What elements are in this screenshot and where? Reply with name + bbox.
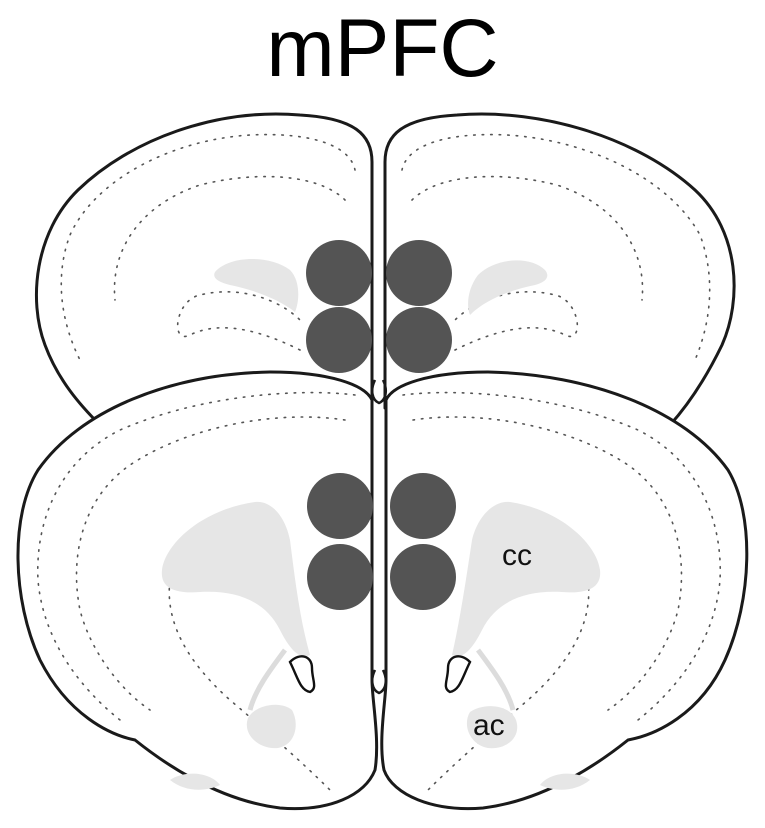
lower-left-deep-dots [168,579,331,791]
lower-right-deep-dots [427,579,590,791]
upper-right-layer-dots [401,133,711,361]
injection-sites [306,240,456,610]
lower-left-ventricle [288,655,316,694]
upper-left-deep-dots [176,291,301,351]
lower-right-anterior-commissure [466,706,518,749]
label-ac: ac [473,709,505,742]
injection-site-lower-right-bottom [390,544,456,610]
injection-site-upper-right-top [386,240,452,306]
label-cc: cc [502,539,532,572]
lower-right-ventral-area [540,773,590,790]
upper-right-deep-dots [454,291,579,351]
upper-left-white-matter [214,258,299,312]
lower-right-inner-dots [412,416,683,711]
upper-left-hemisphere [35,112,374,427]
midline-lower-notch [370,669,388,695]
injection-site-lower-left-bottom [307,544,373,610]
injection-site-upper-left-top [306,240,372,306]
upper-section [35,112,736,427]
lower-left-corpus-callosum [161,501,310,657]
lower-left-anterior-commissure [246,704,296,749]
figure-title: mPFC [266,3,499,94]
upper-left-layer-dots [60,133,356,361]
lower-right-fiber-tract [475,648,516,711]
injection-site-upper-right-bottom [386,307,452,373]
injection-site-lower-left-top [307,473,373,539]
injection-site-upper-left-bottom [306,307,372,373]
lower-section [16,370,749,811]
lower-right-corpus-callosum [452,501,601,657]
midline-upper-notch [370,379,388,405]
injection-site-lower-right-top [390,473,456,539]
lower-left-fiber-tract [247,648,288,711]
lower-right-ventricle [444,655,472,694]
lower-left-ventral-area [170,773,220,790]
upper-right-hemisphere [383,112,736,427]
lower-left-inner-dots [75,416,346,711]
upper-right-white-matter [468,260,548,315]
